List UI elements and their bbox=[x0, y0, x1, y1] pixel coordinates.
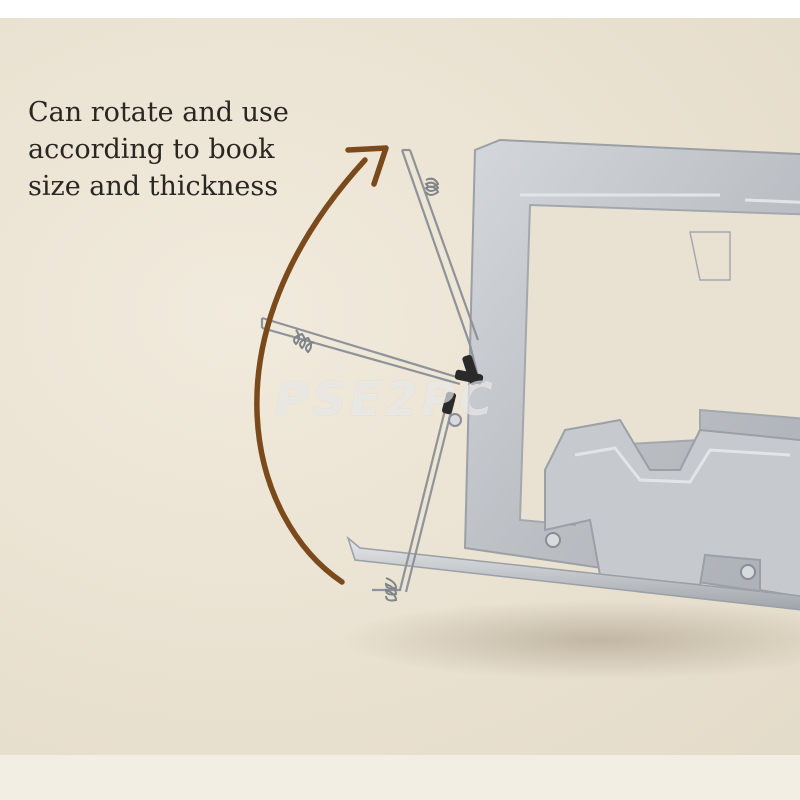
spring-clip-icon bbox=[400, 148, 482, 386]
caption-line: size and thickness bbox=[28, 171, 279, 202]
spring-clip-icon bbox=[372, 391, 457, 602]
rotation-arrow-icon bbox=[254, 145, 389, 585]
bottom-band bbox=[0, 755, 800, 800]
stand-base-ledge bbox=[346, 535, 800, 611]
support-bracket bbox=[448, 413, 800, 598]
spring-clip-icon bbox=[260, 316, 486, 386]
caption-line: Can rotate and use bbox=[28, 97, 289, 128]
bolt-icon bbox=[740, 564, 756, 580]
watermark: PSE2PC bbox=[275, 372, 497, 426]
bolt-icon bbox=[545, 532, 561, 548]
caption-line: according to book bbox=[28, 134, 275, 165]
floor-shadow bbox=[340, 600, 800, 680]
feature-caption: Can rotate and use according to book siz… bbox=[28, 94, 328, 205]
